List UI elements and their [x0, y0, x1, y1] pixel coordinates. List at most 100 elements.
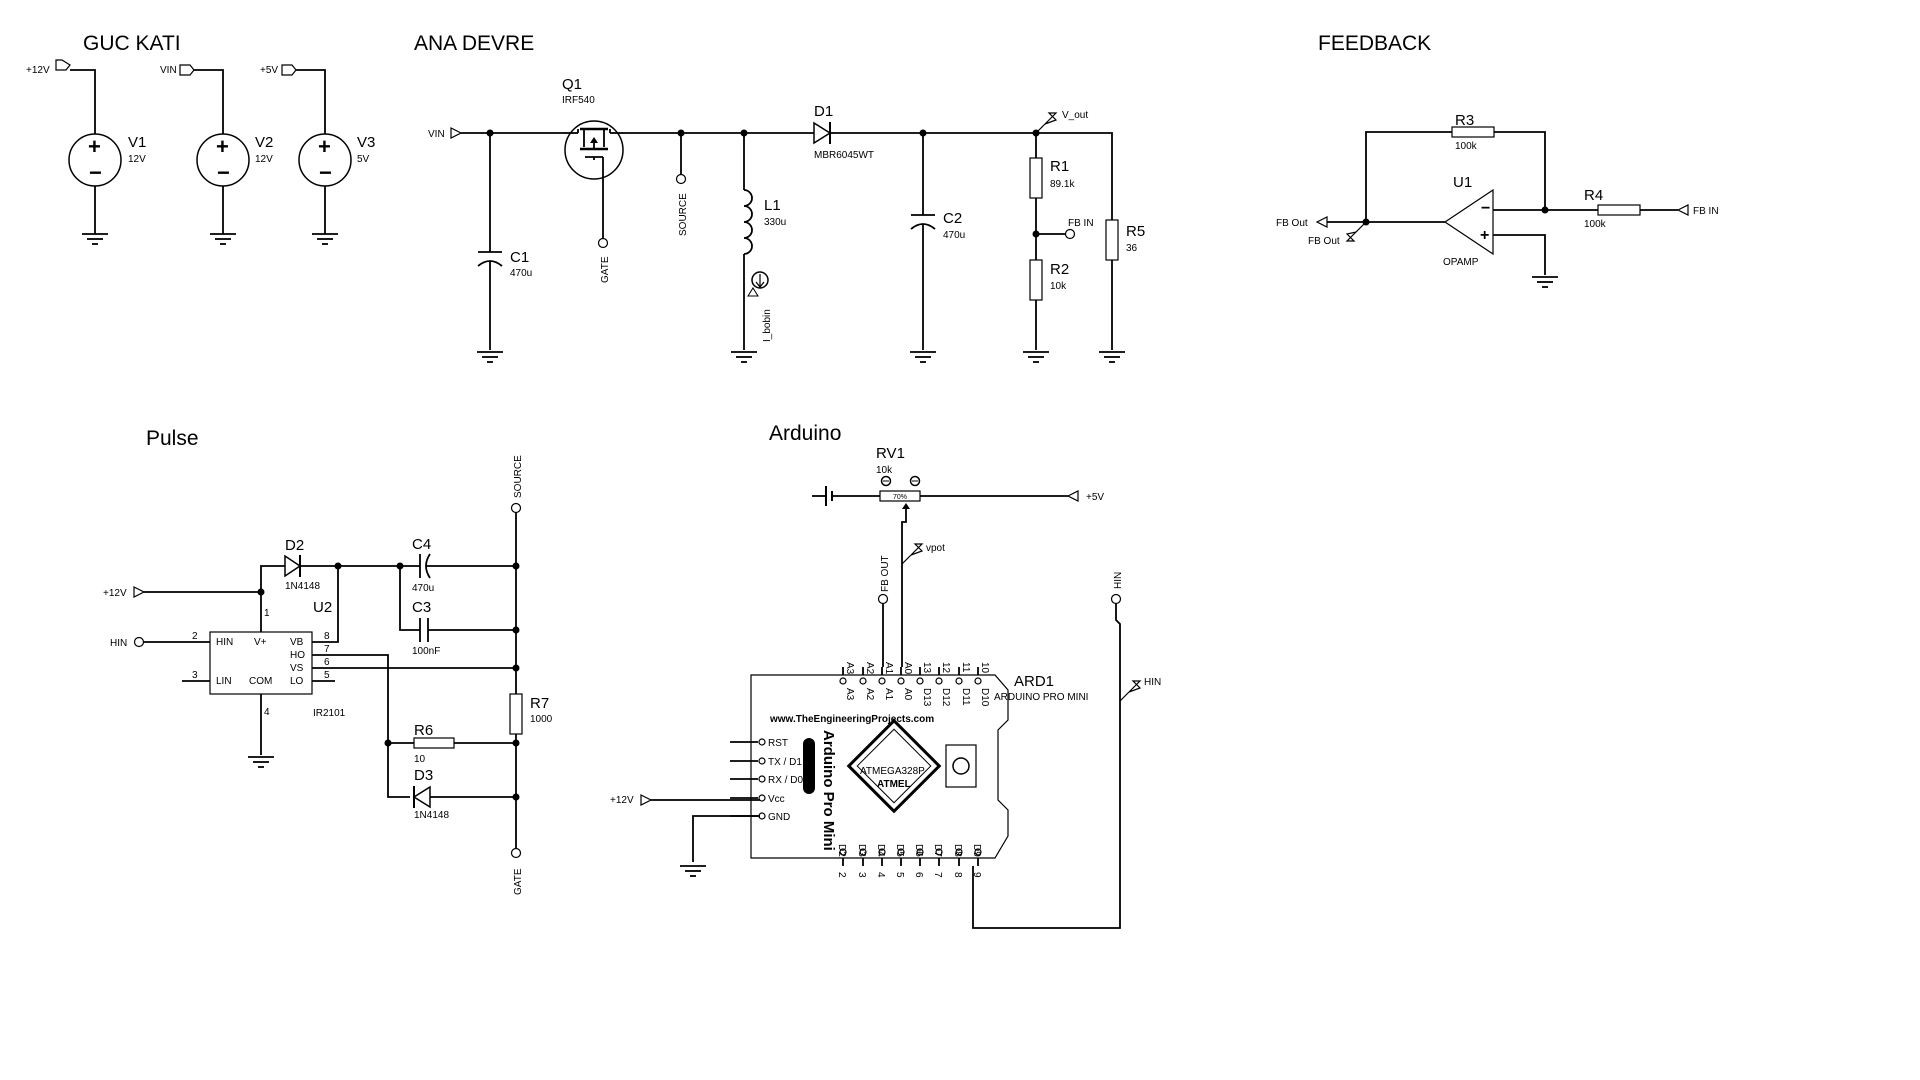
pin-name: RX / D0: [768, 775, 803, 786]
resistor-r7: R7 1000: [509, 693, 553, 735]
pulse-circuit: +12V D2 1N4148 C4 470u C3 100nF: [103, 455, 553, 895]
svg-text:D1: D1: [814, 103, 833, 120]
pin-number: A2: [864, 662, 875, 675]
svg-text:VS: VS: [290, 663, 304, 674]
section-title-pulse: Pulse: [146, 427, 199, 450]
pin-pad: [916, 848, 924, 856]
pin-name: D2: [836, 844, 847, 857]
svg-text:7: 7: [324, 644, 330, 655]
svg-text:U2: U2: [313, 599, 332, 616]
vpot-probe-label: vpot: [926, 543, 945, 554]
pin-pad: [935, 848, 943, 856]
pin-number: A1: [883, 662, 894, 675]
pin-number: 9: [971, 872, 982, 878]
fb-out-probe-label-ard: FB OUT: [880, 555, 891, 592]
pin-number: 3: [856, 872, 867, 878]
pin-number: A0: [902, 662, 913, 675]
pin-number: 8: [952, 872, 963, 878]
svg-text:+5V: +5V: [260, 65, 278, 76]
pin-number: 2: [836, 872, 847, 878]
voltage-source-v2: VIN + − V2 12V: [160, 64, 273, 245]
board-name-text: Arduino Pro Mini: [820, 730, 837, 851]
svg-text:−: −: [319, 160, 332, 185]
svg-text:10k: 10k: [876, 465, 893, 476]
pin-number: A3: [844, 662, 855, 675]
pin-number: 5: [894, 872, 905, 878]
svg-text:100k: 100k: [1455, 141, 1478, 152]
pin-number: 10: [979, 662, 990, 674]
gate-probe-label: GATE: [600, 256, 611, 283]
svg-text:R7: R7: [530, 695, 549, 712]
diode-d2: D2 1N4148: [284, 537, 420, 592]
voltage-source-v1: +12V + − V1 12V: [26, 59, 146, 245]
arduino-circuit: 70% +5V RV1 10k vpot FB OUT A3A3A2A2A1A1…: [610, 445, 1161, 929]
pin-pad: [878, 677, 886, 685]
pin-pad: [897, 677, 905, 685]
pin-name: D9: [971, 844, 982, 857]
svg-text:1N4148: 1N4148: [285, 581, 320, 592]
ard-vcc12-label: +12V: [610, 795, 634, 806]
svg-text:V1: V1: [128, 134, 146, 151]
svg-text:OPAMP: OPAMP: [1443, 257, 1479, 268]
svg-text:89.1k: 89.1k: [1050, 179, 1075, 190]
svg-text:COM: COM: [249, 676, 272, 687]
svg-text:10k: 10k: [1050, 281, 1067, 292]
capacitor-c3: C3 100nF: [412, 599, 516, 657]
svg-text:C1: C1: [510, 249, 529, 266]
resistor-r5: R5 36: [1098, 219, 1145, 363]
pin-pad: [839, 677, 847, 685]
pin-name: A2: [864, 688, 875, 701]
pin-number: 13: [921, 662, 932, 674]
pin-pad: [955, 848, 963, 856]
fb-in-terminal-label: FB IN: [1693, 206, 1719, 217]
svg-text:D3: D3: [414, 767, 433, 784]
svg-text:R5: R5: [1126, 223, 1145, 240]
pin-name: A1: [883, 688, 894, 701]
pin-pad: [859, 677, 867, 685]
mosfet-q1: Q1 IRF540 GATE: [562, 76, 625, 283]
svg-text:VIN: VIN: [160, 65, 177, 76]
svg-text:12V: 12V: [255, 154, 273, 165]
pin-name: D6: [913, 844, 924, 857]
svg-text:+: +: [1480, 227, 1489, 244]
svg-text:−: −: [89, 160, 102, 185]
svg-text:8: 8: [324, 631, 330, 642]
svg-text:1000: 1000: [530, 714, 553, 725]
pulse-hin-label: HIN: [110, 638, 127, 649]
svg-text:C4: C4: [412, 536, 431, 553]
potentiometer-rv1: 70% +5V RV1 10k: [812, 445, 1104, 667]
ard-hin-label: HIN: [1144, 677, 1161, 688]
capacitor-c4: C4 470u: [412, 536, 516, 594]
svg-text:HIN: HIN: [216, 637, 233, 648]
diode-d1: D1 MBR6045WT: [813, 103, 874, 161]
gate-driver-u2: HIN LIN V+ COM VB HO VS LO 2 3 1 4 8 7 6…: [182, 566, 516, 798]
pin-number: 12: [940, 662, 951, 674]
pin-name: A0: [902, 688, 913, 701]
svg-text:36: 36: [1126, 243, 1138, 254]
svg-text:IRF540: IRF540: [562, 95, 595, 106]
pin-pad: [758, 794, 766, 802]
svg-text:LO: LO: [290, 676, 304, 687]
svg-text:V2: V2: [255, 134, 273, 151]
pulse-gate-label: GATE: [513, 868, 524, 895]
pin-pad: [758, 757, 766, 765]
svg-text:100nF: 100nF: [412, 646, 440, 657]
pin-number: 11: [960, 662, 971, 673]
pin-name: D11: [960, 688, 971, 706]
svg-text:470u: 470u: [412, 583, 434, 594]
source-probe-label: SOURCE: [678, 193, 689, 236]
pin-number: 7: [932, 872, 943, 878]
ard-hin-probe-label: HIN: [1113, 572, 1124, 589]
svg-text:C3: C3: [412, 599, 431, 616]
pin-name: D3: [856, 844, 867, 857]
voltage-source-v3: +5V + − V3 5V: [260, 64, 375, 245]
svg-text:470u: 470u: [943, 230, 965, 241]
svg-text:RV1: RV1: [876, 445, 905, 462]
board-website-text: www.TheEngineeringProjects.com: [769, 714, 934, 725]
pin-pad: [758, 738, 766, 746]
svg-text:1: 1: [264, 608, 270, 619]
pin-name: Vcc: [768, 794, 785, 805]
feedback-circuit: FB Out FB Out R3 100k − + U1 OPAMP R4 10…: [1276, 112, 1719, 288]
svg-text:10: 10: [414, 754, 426, 765]
